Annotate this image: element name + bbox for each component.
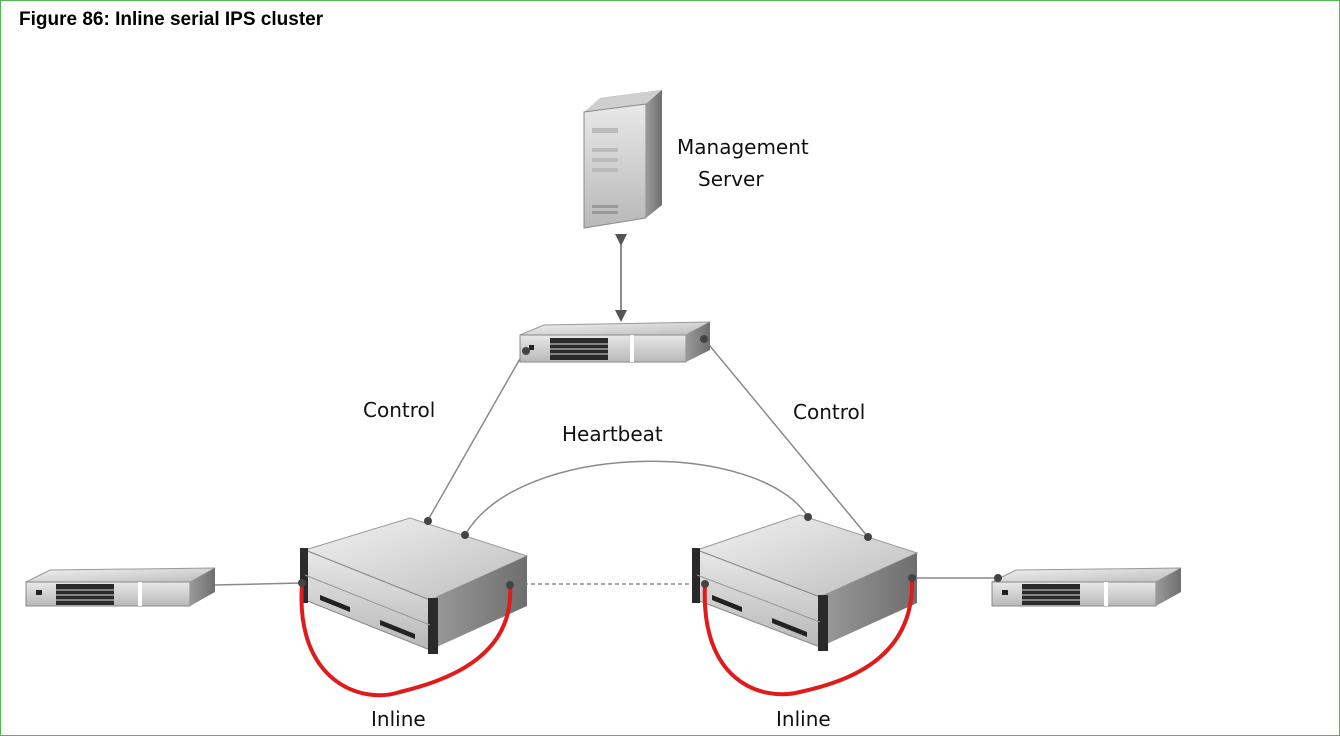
control-link-right xyxy=(704,339,869,538)
management-label-line2: Server xyxy=(698,167,764,191)
connections xyxy=(214,234,996,586)
left-host-link xyxy=(214,582,303,586)
heartbeat-label: Heartbeat xyxy=(562,422,663,446)
connector-ports xyxy=(298,513,916,589)
control-switch-icon xyxy=(519,321,711,363)
right-host-switch-icon xyxy=(991,567,1182,607)
left-host-switch-icon xyxy=(25,567,216,607)
ips-appliance-right-icon xyxy=(692,514,919,651)
control-label-left: Control xyxy=(363,398,435,422)
management-label-line1: Management xyxy=(677,135,809,159)
control-label-right: Control xyxy=(793,400,865,424)
inline-cable-right xyxy=(702,577,915,697)
inline-label-left: Inline xyxy=(371,707,426,731)
figure-caption: Figure 86: Inline serial IPS cluster xyxy=(19,9,324,30)
inline-label-right: Inline xyxy=(776,707,831,731)
ips-appliance-left-icon xyxy=(300,517,529,654)
control-link-left xyxy=(427,349,526,521)
heartbeat-link xyxy=(464,460,809,536)
management-server-icon xyxy=(583,90,662,229)
inline-cable-left xyxy=(299,583,513,698)
